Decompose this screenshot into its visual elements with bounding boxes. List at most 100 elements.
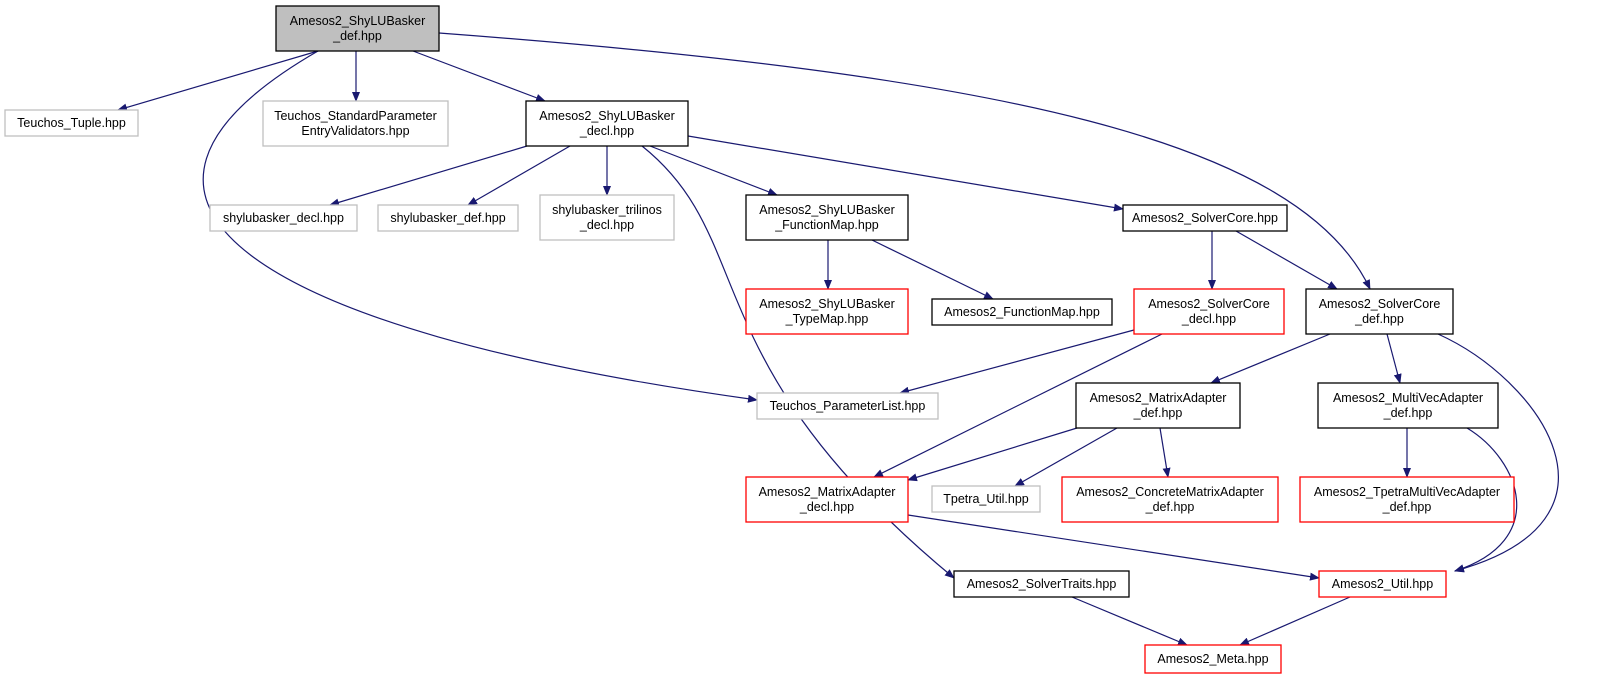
node-box-meta <box>1144 644 1282 674</box>
node-label-scdecl-line-0: Amesos2_SolverCore <box>1148 297 1270 311</box>
node-label-meta-line-0: Amesos2_Meta.hpp <box>1157 652 1268 666</box>
edge-scdef-to-autil <box>1437 333 1559 573</box>
node-box-madecl <box>745 476 909 523</box>
node-label-spev-line-1: EntryValidators.hpp <box>301 124 409 138</box>
node-box-autil <box>1318 570 1447 598</box>
node-label-sbdef-line-0: shylubasker_def.hpp <box>390 211 505 225</box>
node-label-tutil-line-0: Tpetra_Util.hpp <box>943 492 1029 506</box>
node-decl[interactable]: Amesos2_ShyLUBasker_decl.hpp <box>525 100 689 147</box>
node-box-tmvdef <box>1299 476 1515 523</box>
node-tmvdef[interactable]: Amesos2_TpetraMultiVecAdapter_def.hpp <box>1299 476 1515 523</box>
node-meta[interactable]: Amesos2_Meta.hpp <box>1144 644 1282 674</box>
node-label-scdef-line-0: Amesos2_SolverCore <box>1319 297 1441 311</box>
node-label-root-line-1: _def.hpp <box>332 29 382 43</box>
node-label-score-line-0: Amesos2_SolverCore.hpp <box>1132 211 1278 225</box>
node-scdecl[interactable]: Amesos2_SolverCore_decl.hpp <box>1133 288 1285 335</box>
edge-autil-to-meta <box>1239 596 1351 646</box>
node-label-plist-line-0: Teuchos_ParameterList.hpp <box>770 399 926 413</box>
node-label-sbdecl-line-0: shylubasker_decl.hpp <box>223 211 344 225</box>
edge-straits-to-meta <box>1071 596 1188 646</box>
node-label-mvdef-line-0: Amesos2_MultiVecAdapter <box>1333 391 1483 405</box>
node-madecl[interactable]: Amesos2_MatrixAdapter_decl.hpp <box>745 476 909 523</box>
node-label-sbtril-line-0: shylubasker_trilinos <box>552 203 662 217</box>
node-box-tmap <box>745 288 909 335</box>
edge-madef-to-madecl <box>907 427 1078 482</box>
node-box-straits <box>953 570 1130 598</box>
node-label-madecl-line-1: _decl.hpp <box>799 500 854 514</box>
node-tuple[interactable]: Teuchos_Tuple.hpp <box>4 109 139 137</box>
node-label-scdef-line-1: _def.hpp <box>1354 312 1404 326</box>
node-label-spev-line-0: Teuchos_StandardParameter <box>274 109 437 123</box>
node-label-tmvdef-line-1: _def.hpp <box>1382 500 1432 514</box>
edge-scdecl-to-plist <box>899 329 1135 395</box>
node-plist[interactable]: Teuchos_ParameterList.hpp <box>756 392 939 420</box>
edge-decl-to-score <box>687 135 1124 212</box>
node-score[interactable]: Amesos2_SolverCore.hpp <box>1122 204 1288 232</box>
node-label-fmap-line-1: _FunctionMap.hpp <box>774 218 879 232</box>
node-madef[interactable]: Amesos2_MatrixAdapter_def.hpp <box>1075 382 1241 429</box>
edge-decl-to-sbdef <box>467 145 571 206</box>
node-sbtril[interactable]: shylubasker_trilinos_decl.hpp <box>539 194 675 241</box>
node-tutil[interactable]: Tpetra_Util.hpp <box>931 485 1041 513</box>
edge-mvdef-to-autil <box>1454 427 1518 573</box>
edge-root-to-plist <box>202 50 758 403</box>
node-label-tuple-line-0: Teuchos_Tuple.hpp <box>17 116 126 130</box>
node-label-root-line-0: Amesos2_ShyLUBasker <box>290 14 425 28</box>
node-label-mvdef-line-1: _def.hpp <box>1383 406 1433 420</box>
node-tmap[interactable]: Amesos2_ShyLUBasker_TypeMap.hpp <box>745 288 909 335</box>
node-label-tmap-line-1: _TypeMap.hpp <box>785 312 869 326</box>
node-box-tuple <box>4 109 139 137</box>
edge-root-to-decl <box>412 50 546 102</box>
node-label-decl-line-1: _decl.hpp <box>579 124 634 138</box>
edge-decl-to-sbdecl <box>329 145 528 207</box>
node-box-plist <box>756 392 939 420</box>
node-box-tutil <box>931 485 1041 513</box>
node-label-fmaphpp-line-0: Amesos2_FunctionMap.hpp <box>944 305 1100 319</box>
node-box-sbdef <box>377 204 519 232</box>
node-box-score <box>1122 204 1288 232</box>
node-label-autil-line-0: Amesos2_Util.hpp <box>1332 577 1433 591</box>
nodes-layer: Amesos2_ShyLUBasker_def.hppTeuchos_Tuple… <box>4 5 1515 674</box>
node-autil[interactable]: Amesos2_Util.hpp <box>1318 570 1447 598</box>
node-sbdef[interactable]: shylubasker_def.hpp <box>377 204 519 232</box>
node-box-decl <box>525 100 689 147</box>
node-label-madef-line-1: _def.hpp <box>1133 406 1183 420</box>
edge-fmap-to-fmaphpp <box>871 239 994 300</box>
node-mvdef[interactable]: Amesos2_MultiVecAdapter_def.hpp <box>1317 382 1499 429</box>
node-sbdecl[interactable]: shylubasker_decl.hpp <box>209 204 358 232</box>
edge-decl-to-fmap <box>649 145 778 196</box>
edge-root-to-tuple <box>117 50 319 112</box>
node-box-root <box>275 5 440 52</box>
node-label-scdecl-line-1: _decl.hpp <box>1181 312 1236 326</box>
edge-madecl-to-autil <box>907 514 1320 581</box>
node-box-scdef <box>1305 288 1454 335</box>
edges-layer <box>117 32 1559 646</box>
node-fmaphpp[interactable]: Amesos2_FunctionMap.hpp <box>931 298 1113 326</box>
edge-root-to-scdef <box>438 32 1371 290</box>
node-fmap[interactable]: Amesos2_ShyLUBasker_FunctionMap.hpp <box>745 194 909 241</box>
edge-scdecl-to-madecl <box>873 333 1163 478</box>
edge-scdef-to-mvdef <box>1386 333 1402 384</box>
node-cmadef[interactable]: Amesos2_ConcreteMatrixAdapter_def.hpp <box>1061 476 1279 523</box>
edge-madef-to-cmadef <box>1159 427 1171 478</box>
node-box-sbdecl <box>209 204 358 232</box>
node-root[interactable]: Amesos2_ShyLUBasker_def.hpp <box>275 5 440 52</box>
node-scdef[interactable]: Amesos2_SolverCore_def.hpp <box>1305 288 1454 335</box>
node-box-madef <box>1075 382 1241 429</box>
node-label-madecl-line-0: Amesos2_MatrixAdapter <box>759 485 896 499</box>
node-label-decl-line-0: Amesos2_ShyLUBasker <box>539 109 674 123</box>
node-box-fmap <box>745 194 909 241</box>
node-label-tmvdef-line-0: Amesos2_TpetraMultiVecAdapter <box>1314 485 1500 499</box>
node-box-fmaphpp <box>931 298 1113 326</box>
node-spev[interactable]: Teuchos_StandardParameterEntryValidators… <box>262 100 449 147</box>
edge-madef-to-tutil <box>1014 427 1118 487</box>
node-box-cmadef <box>1061 476 1279 523</box>
node-box-spev <box>262 100 449 147</box>
node-label-madef-line-0: Amesos2_MatrixAdapter <box>1090 391 1227 405</box>
node-label-cmadef-line-1: _def.hpp <box>1145 500 1195 514</box>
node-label-sbtril-line-1: _decl.hpp <box>579 218 634 232</box>
node-box-mvdef <box>1317 382 1499 429</box>
node-box-scdecl <box>1133 288 1285 335</box>
node-straits[interactable]: Amesos2_SolverTraits.hpp <box>953 570 1130 598</box>
